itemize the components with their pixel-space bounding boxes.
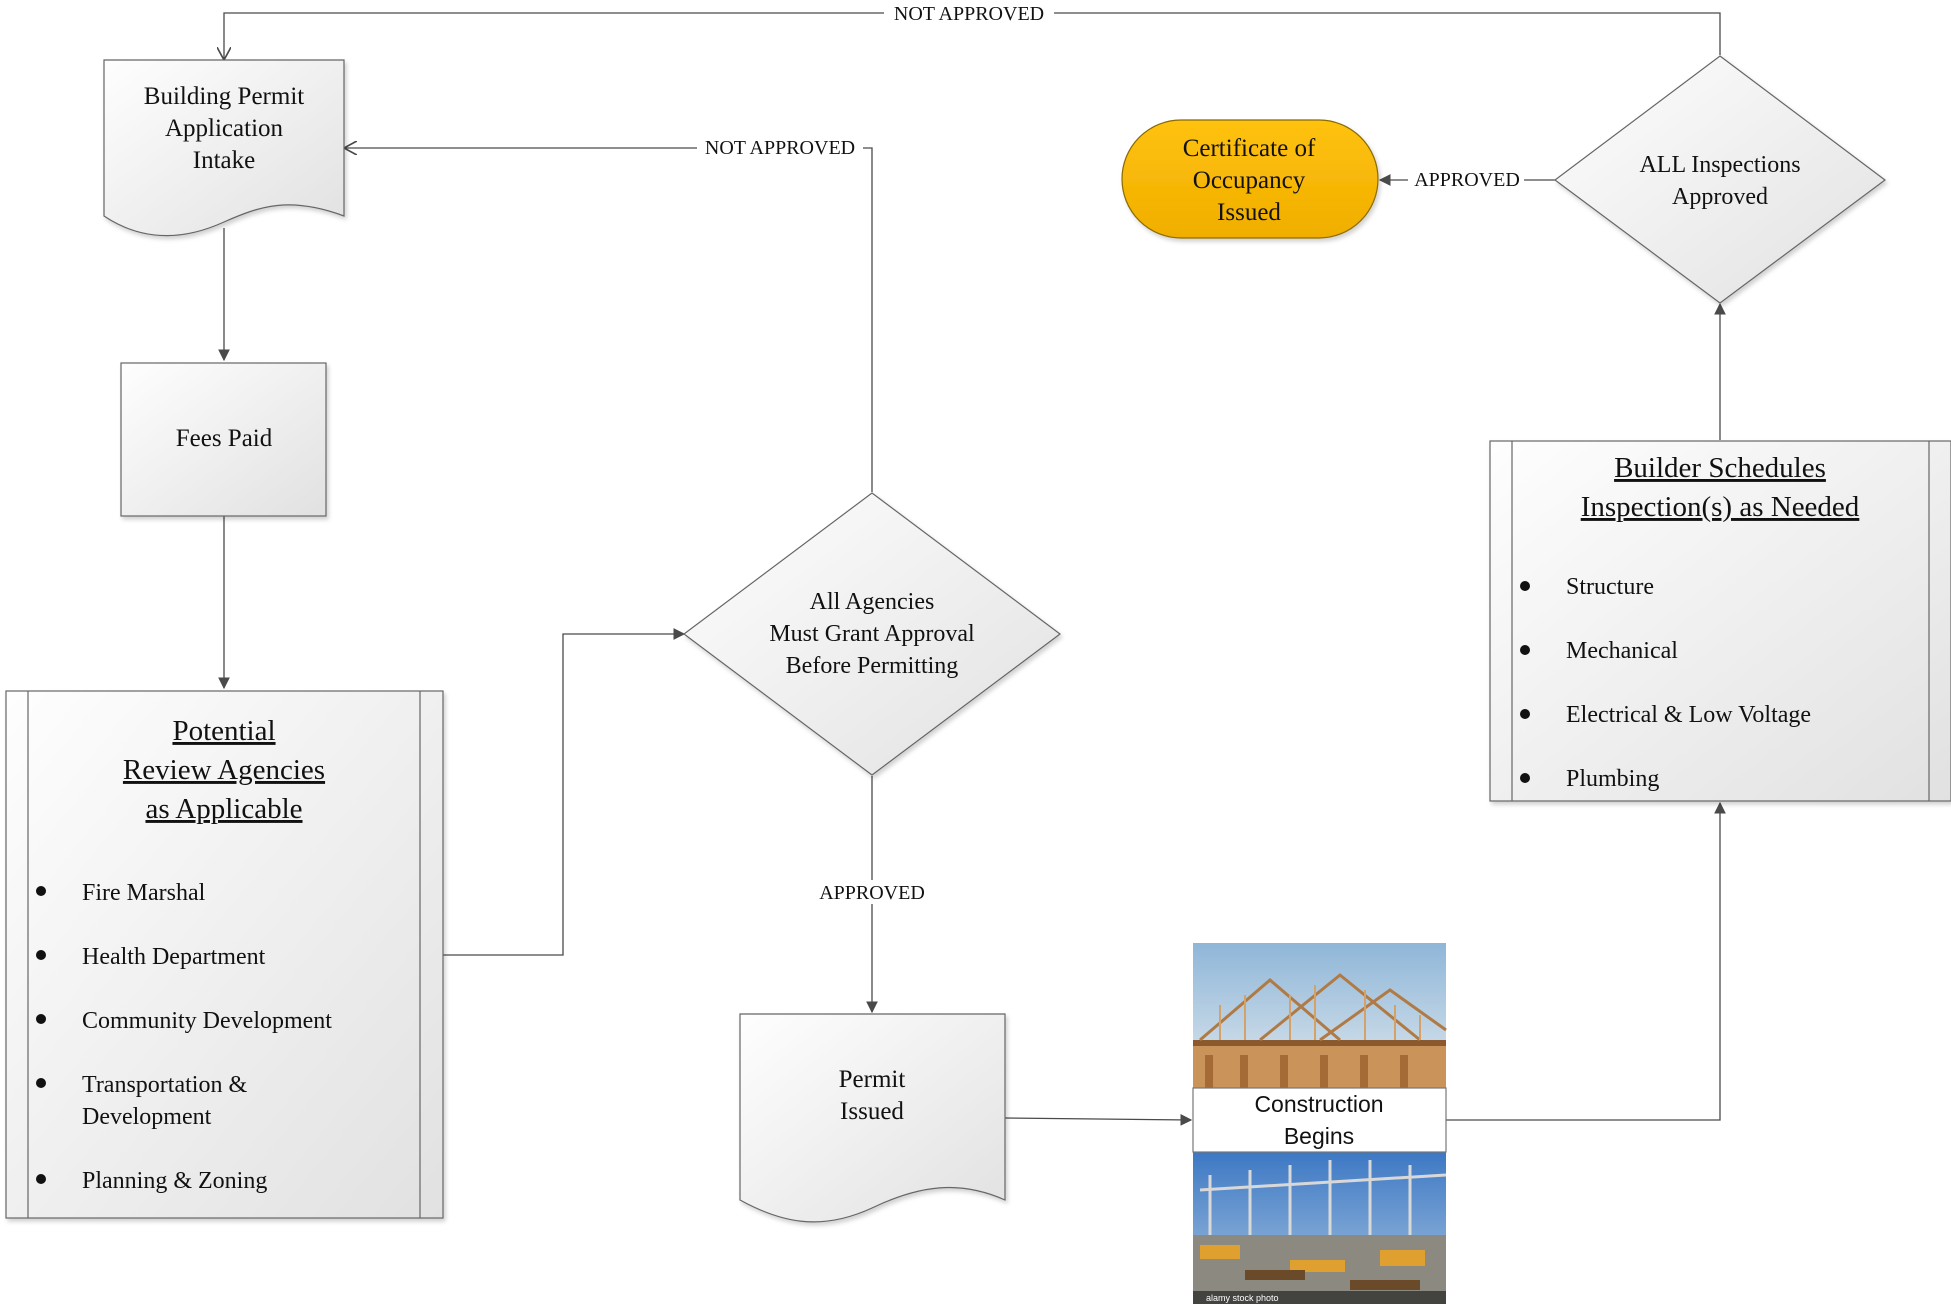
node-certificate-occupancy (1121, 119, 1379, 239)
inspection-item-plumbing: Plumbing (1566, 766, 1659, 792)
intake-line-2: Application (165, 115, 284, 142)
inspection-item-electrical: Electrical & Low Voltage (1566, 702, 1811, 728)
edge-review-agencies (443, 628, 686, 956)
permit-issued-line-2: Issued (840, 1098, 904, 1125)
certificate-line-1: Certificate of (1183, 135, 1316, 162)
node-agencies-decision (683, 492, 1061, 776)
label-approved-cert: APPROVED (1414, 169, 1520, 191)
fees-paid-label: Fees Paid (176, 425, 273, 452)
node-application-intake (103, 59, 345, 237)
review-title-1: Potential (172, 715, 275, 747)
photo-watermark: alamy stock photo (1206, 1293, 1279, 1303)
certificate-line-3: Issued (1217, 199, 1281, 226)
edge-not-approved-mid (344, 148, 873, 492)
inspections-decision-line-1: ALL Inspections (1639, 152, 1800, 178)
label-not-approved-mid: NOT APPROVED (705, 137, 855, 159)
inspections-decision-line-2: Approved (1672, 184, 1768, 210)
agencies-decision-line-2: Must Grant Approval (769, 621, 975, 647)
construction-photo-top (1193, 943, 1447, 1088)
label-approved-permit: APPROVED (819, 882, 925, 904)
node-inspections-decision (1553, 55, 1887, 304)
review-item-transportation-cont: Development (82, 1104, 212, 1130)
review-item-community: Community Development (82, 1008, 332, 1034)
inspection-item-mechanical: Mechanical (1566, 638, 1678, 664)
node-review-agencies (5, 690, 444, 1219)
node-builder-inspections (1489, 440, 1951, 802)
inspection-type-list: Structure Mechanical Electrical & Low Vo… (1520, 574, 1811, 792)
agencies-decision-line-1: All Agencies (810, 589, 935, 615)
node-fees-paid (120, 362, 327, 517)
intake-line-3: Intake (193, 147, 255, 174)
edge-permit-construction (1004, 1114, 1193, 1126)
construction-line-1: Construction (1254, 1091, 1383, 1117)
label-not-approved-top: NOT APPROVED (894, 3, 1044, 25)
review-title-3: as Applicable (145, 793, 302, 825)
inspections-title-1: Builder Schedules (1614, 452, 1826, 484)
edge-labels: NOT APPROVED NOT APPROVED APPROVED APPRO… (697, 2, 1524, 904)
review-item-health: Health Department (82, 944, 266, 970)
review-item-fire-marshal: Fire Marshal (82, 880, 206, 906)
certificate-line-2: Occupancy (1193, 167, 1306, 194)
intake-line-1: Building Permit (144, 83, 304, 110)
permit-issued-line-1: Permit (839, 1066, 906, 1093)
review-item-planning: Planning & Zoning (82, 1168, 267, 1194)
inspection-item-structure: Structure (1566, 574, 1654, 600)
edge-construction-inspections (1446, 801, 1726, 1121)
inspections-title-2: Inspection(s) as Needed (1581, 491, 1860, 523)
construction-line-2: Begins (1284, 1123, 1354, 1149)
node-construction-begins: alamy stock photo (1192, 943, 1447, 1304)
review-title-2: Review Agencies (123, 754, 325, 786)
agencies-decision-line-3: Before Permitting (786, 653, 959, 679)
review-agency-list: Fire Marshal Health Department Community… (36, 880, 332, 1194)
node-permit-issued (739, 1013, 1006, 1223)
review-item-transportation: Transportation & (82, 1072, 247, 1098)
construction-photo-bottom: alamy stock photo (1193, 1152, 1447, 1304)
